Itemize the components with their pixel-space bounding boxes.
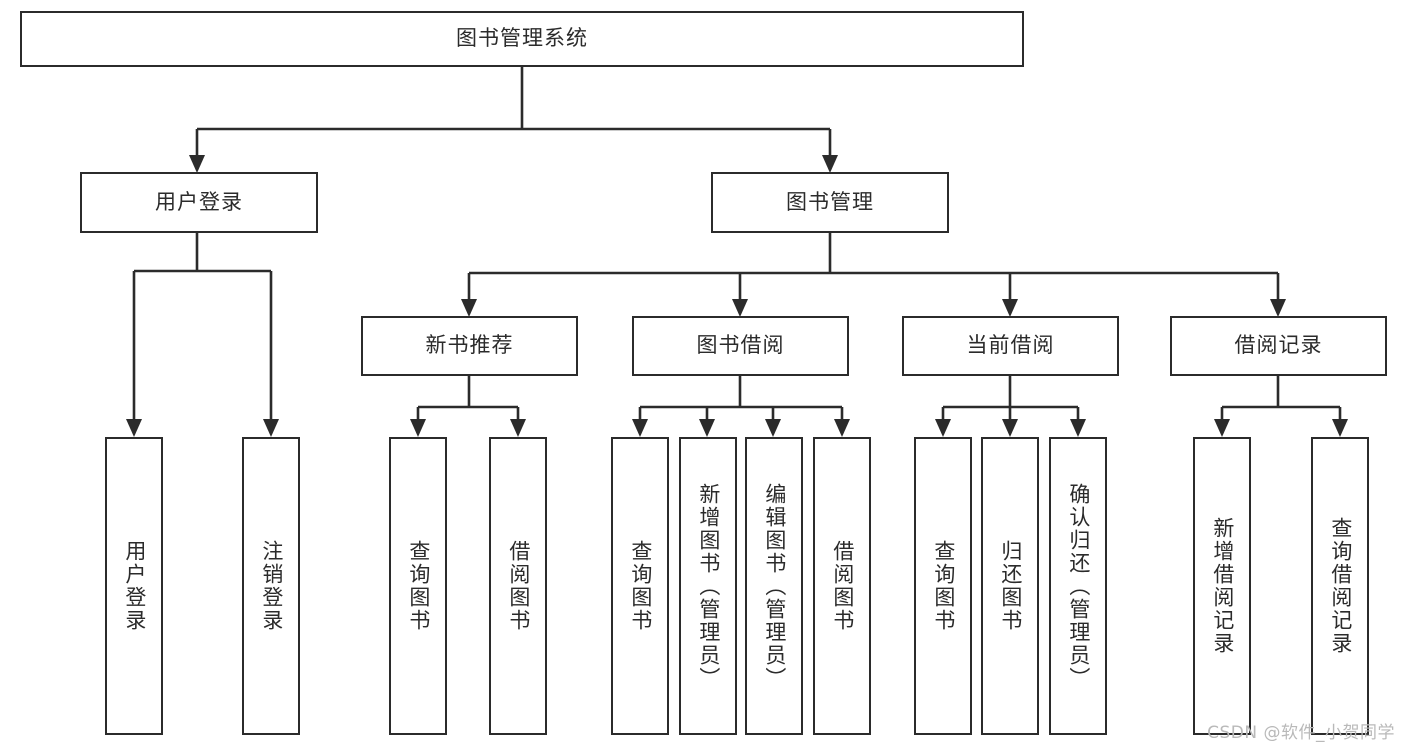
node-label: 归还图书 (998, 540, 1023, 632)
leaf-borrow-record-add[interactable]: 新增借阅记录 (1193, 437, 1251, 735)
node-user-login[interactable]: 用户登录 (80, 172, 318, 233)
node-label: 编辑图书（管理员） (762, 482, 787, 690)
node-borrow-record[interactable]: 借阅记录 (1170, 316, 1387, 376)
node-label: 图书管理 (786, 189, 874, 214)
node-label: 借阅图书 (830, 540, 855, 632)
leaf-current-borrow-return[interactable]: 归还图书 (981, 437, 1039, 735)
node-label: 新增借阅记录 (1210, 517, 1235, 655)
node-label: 图书管理系统 (456, 26, 588, 51)
leaf-current-borrow-query[interactable]: 查询图书 (914, 437, 972, 735)
node-label: 注销登录 (259, 540, 284, 632)
node-label: 借阅图书 (506, 540, 531, 632)
node-label: 确认归还（管理员） (1066, 482, 1091, 690)
node-label: 查询图书 (931, 540, 956, 632)
leaf-user-login-login[interactable]: 用户登录 (105, 437, 163, 735)
leaf-new-book-query[interactable]: 查询图书 (389, 437, 447, 735)
leaf-book-borrow-query[interactable]: 查询图书 (611, 437, 669, 735)
node-root-book-management-system[interactable]: 图书管理系统 (20, 11, 1024, 67)
leaf-book-borrow-add-admin[interactable]: 新增图书（管理员） (679, 437, 737, 735)
node-book-borrow[interactable]: 图书借阅 (632, 316, 849, 376)
node-label: 借阅记录 (1234, 333, 1323, 358)
leaf-book-borrow-borrow[interactable]: 借阅图书 (813, 437, 871, 735)
node-book-management[interactable]: 图书管理 (711, 172, 949, 233)
node-label: 查询图书 (628, 540, 653, 632)
leaf-borrow-record-query[interactable]: 查询借阅记录 (1311, 437, 1369, 735)
node-current-borrow[interactable]: 当前借阅 (902, 316, 1119, 376)
node-label: 用户登录 (155, 189, 243, 214)
node-label: 查询借阅记录 (1328, 517, 1353, 655)
leaf-new-book-borrow[interactable]: 借阅图书 (489, 437, 547, 735)
leaf-current-borrow-confirm-admin[interactable]: 确认归还（管理员） (1049, 437, 1107, 735)
node-label: 新增图书（管理员） (696, 482, 721, 690)
node-label: 新书推荐 (425, 333, 514, 358)
node-label: 用户登录 (122, 540, 147, 632)
watermark-text: CSDN @软件_小贺同学 (1207, 723, 1395, 743)
leaf-book-borrow-edit-admin[interactable]: 编辑图书（管理员） (745, 437, 803, 735)
node-label: 查询图书 (406, 540, 431, 632)
leaf-user-login-logout[interactable]: 注销登录 (242, 437, 300, 735)
node-new-book-recommend[interactable]: 新书推荐 (361, 316, 578, 376)
node-label: 当前借阅 (966, 333, 1055, 358)
node-label: 图书借阅 (696, 333, 785, 358)
